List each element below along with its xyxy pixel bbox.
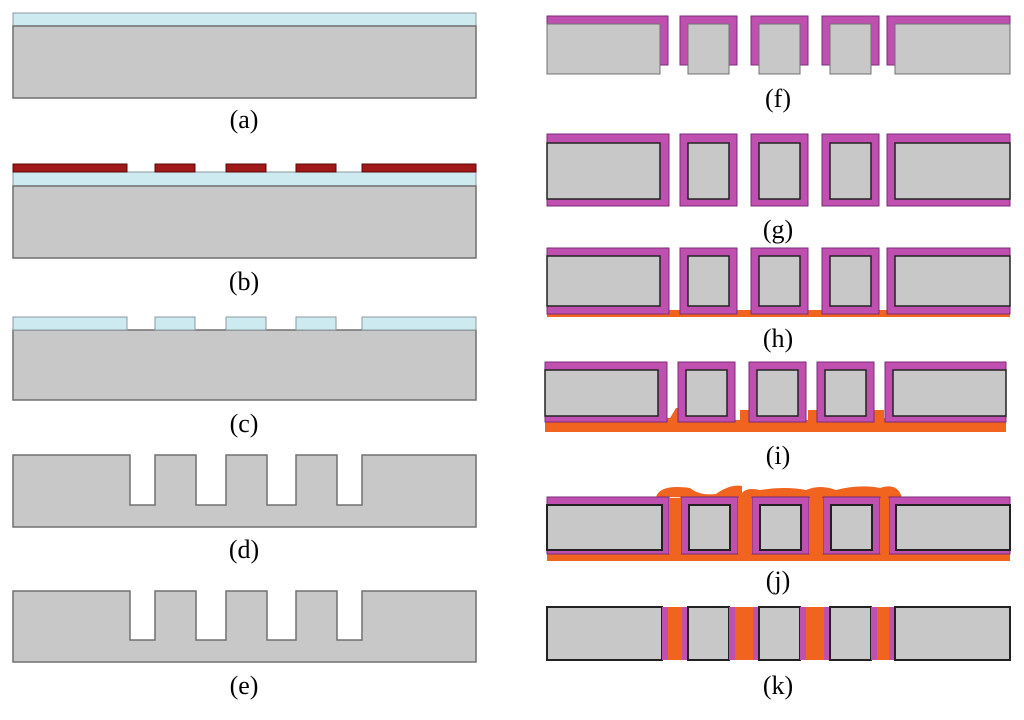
fill-metal-overburden: [656, 485, 902, 498]
step-g: [546, 133, 1011, 207]
substrate: [12, 185, 477, 259]
caption-j: (j): [766, 566, 791, 595]
resist-pattern: [12, 163, 477, 173]
caption-c: (c): [230, 409, 259, 438]
caption-h: (h): [763, 324, 793, 353]
oxide-layer: [12, 171, 477, 187]
step-k: [546, 606, 1011, 661]
caption-d: (d): [229, 535, 259, 564]
caption-f: (f): [765, 84, 791, 113]
etched-substrate-d: [12, 454, 477, 528]
step-i: [544, 361, 1007, 432]
substrate: [12, 25, 477, 99]
oxide-pattern: [12, 316, 477, 331]
step-f: [546, 15, 1011, 75]
etched-substrate-e: [12, 590, 477, 663]
caption-b: (b): [229, 267, 259, 296]
step-b: [12, 163, 477, 259]
substrate: [12, 329, 477, 401]
caption-k: (k): [763, 671, 793, 700]
step-a: [12, 12, 477, 99]
caption-a: (a): [230, 105, 259, 134]
oxide-layer: [12, 12, 477, 27]
caption-g: (g): [763, 215, 793, 244]
caption-e: (e): [230, 671, 259, 700]
fill-metal-bottom: [547, 552, 1010, 561]
step-c: [12, 316, 477, 401]
caption-i: (i): [766, 441, 791, 470]
step-h: [546, 247, 1011, 317]
step-j: [546, 485, 1011, 561]
